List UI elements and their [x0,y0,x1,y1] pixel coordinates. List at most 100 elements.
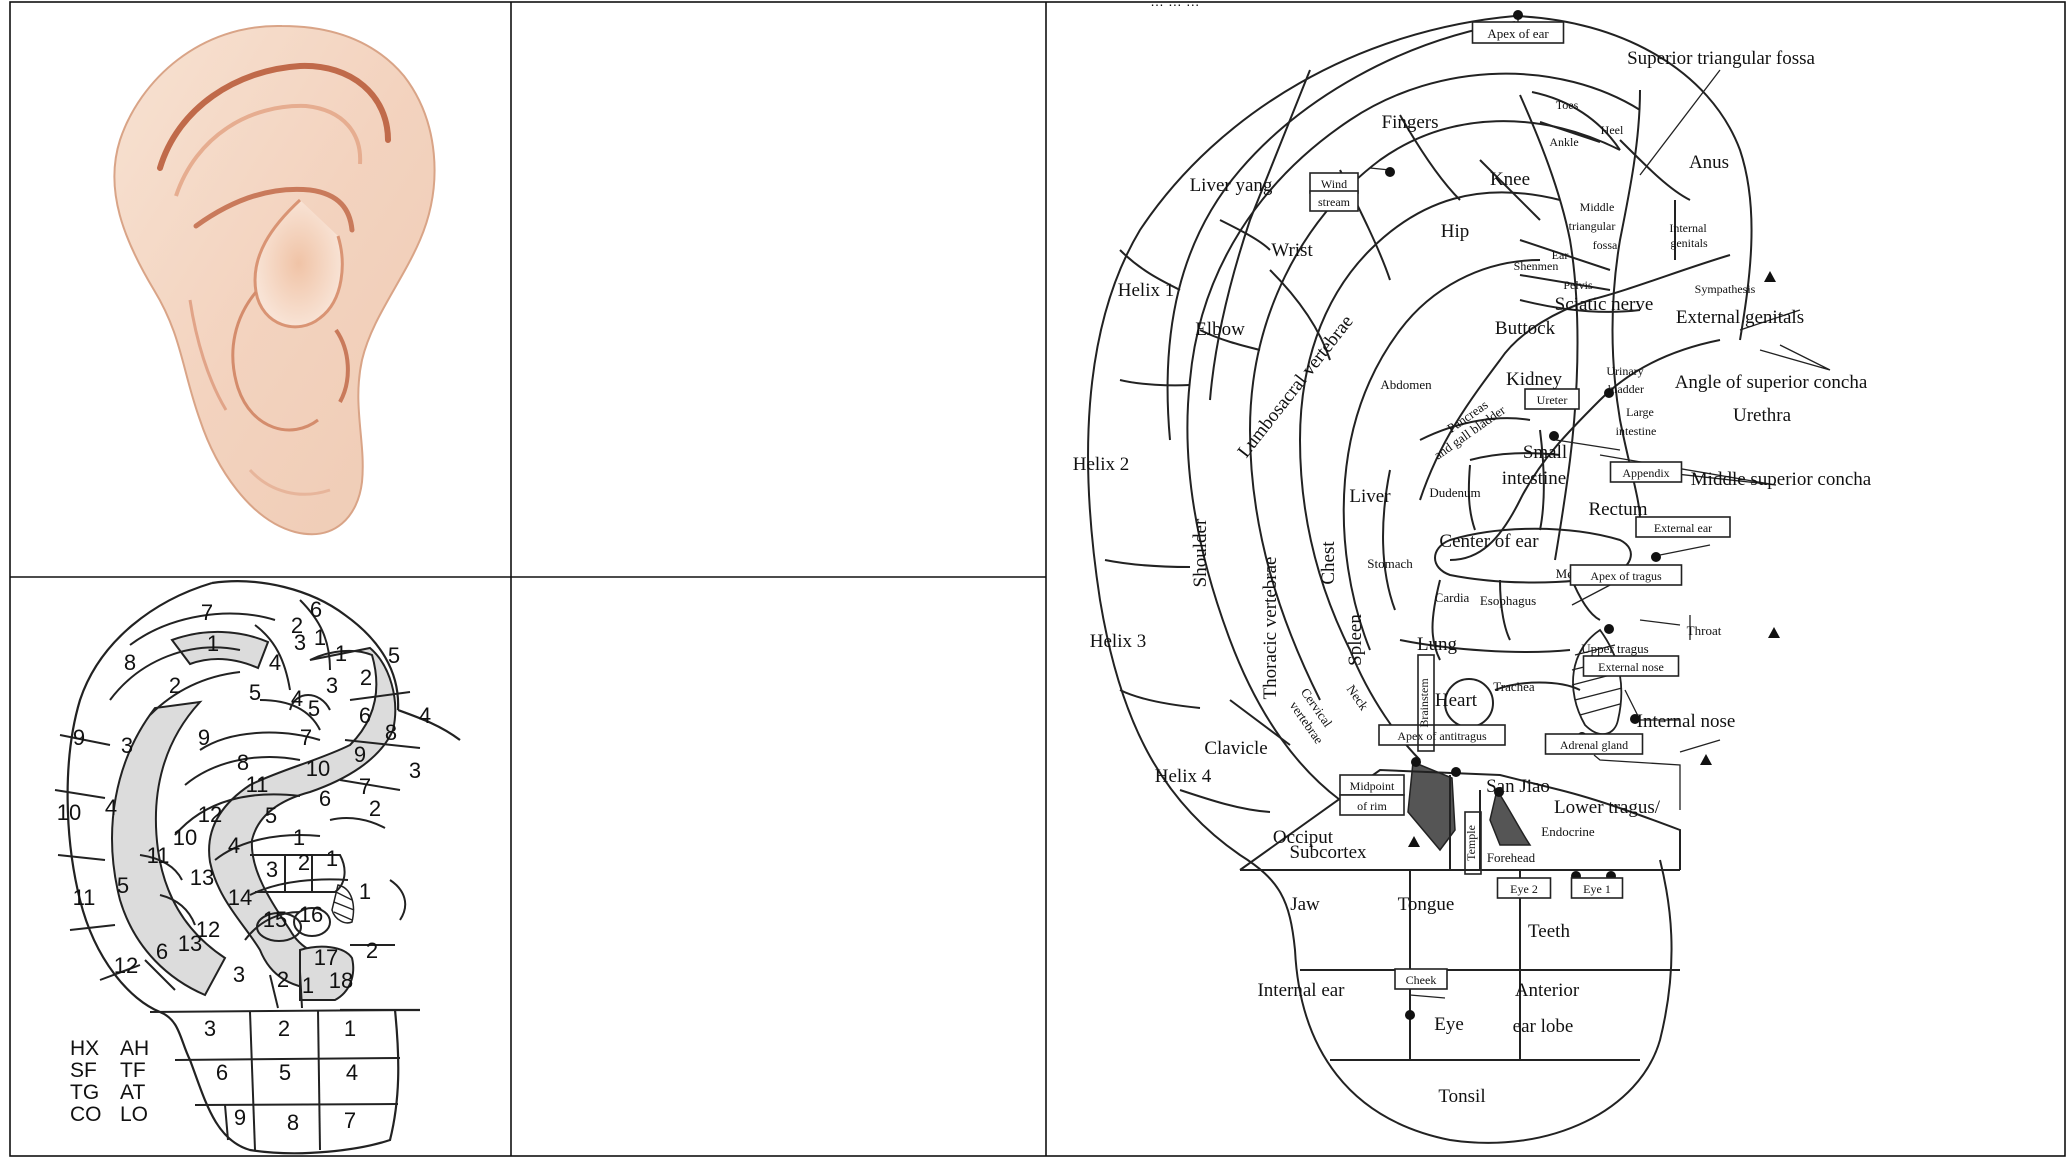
zone-number-label: 14 [228,885,252,910]
map-callout-box [1635,516,1731,538]
zone-number-label: 6 [319,786,331,811]
zone-number-label: 8 [124,650,136,675]
zone-number-label: 2 [360,665,372,690]
map-region-label: Rectum [1588,499,1647,520]
zone-number-label: 6 [156,939,168,964]
map-region-label: San Jiao [1486,776,1550,797]
legend-code: AH [120,1037,149,1060]
zone-number-label: 2 [369,796,381,821]
zone-number-label: 5 [279,1060,291,1085]
map-region-label: Liver yang [1190,175,1273,196]
map-region-label: genitals [1670,236,1708,250]
map-region-label: ear lobe [1513,1016,1574,1037]
zone-number-label: 8 [237,750,249,775]
map-region-label: Wrist [1271,240,1313,261]
zone-number-label: 11 [147,843,170,868]
map-callout-label: Apex of tragus [1590,569,1662,583]
zone-number-label: 7 [201,600,213,625]
map-callout-box [1496,877,1552,899]
map-region-label: Middle [1580,200,1615,214]
map-region-label: Urinary [1606,364,1643,378]
map-callout-label: of rim [1357,799,1387,813]
map-callout-label: Ureter [1537,393,1568,407]
map-region-label: Internal [1669,221,1707,235]
map-callout-label: Midpoint [1350,779,1395,793]
zone-number-label: 2 [278,1016,290,1041]
map-callout-box [1570,877,1624,899]
map-callout-label: Appendix [1622,466,1669,480]
map-callout-box [1339,794,1405,816]
map-rotated-label: Brainstem [1417,678,1431,728]
legend-code: CO [70,1103,102,1126]
map-callout-box [1569,564,1683,586]
map-region-label: Shenmen [1514,259,1559,273]
map-region-label: Helix 2 [1073,454,1129,475]
map-region-label: Helix 4 [1155,766,1212,787]
map-region-label: Large [1626,405,1654,419]
map-region-label: Jaw [1290,894,1320,915]
zone-number-label: 3 [266,857,278,882]
zone-number-label: 12 [114,953,138,978]
map-callout-label: Apex of antitragus [1397,729,1487,743]
zone-number-label: 4 [105,795,117,820]
map-callout-label: External nose [1598,660,1664,674]
sketch-grey-antihelix [208,646,397,992]
map-callout-label: Wind [1321,177,1347,191]
legend-code: TF [120,1059,146,1082]
forehead-dark-wedge [1489,788,1532,846]
map-region-label: Helix 1 [1118,280,1174,301]
map-region-label: Ear [1552,248,1569,262]
legend-code: LO [120,1103,148,1126]
map-rotated-label: Thoracic vertebrae [1260,557,1281,700]
zone-number-label: 13 [178,931,202,956]
zone-number-label: 3 [121,733,133,758]
zone-number-label: 9 [354,742,366,767]
map-region-label: Sciatic nerve [1555,294,1654,315]
zone-number-label: 12 [198,802,222,827]
zone-number-label: 7 [359,774,371,799]
zone-number-label: 4 [269,650,281,675]
zone-number-label: 2 [291,613,303,638]
map-region-label: triangular [1569,219,1616,233]
map-region-label: Occiput [1273,827,1334,848]
map-rotated-label: Shoulder [1190,518,1211,587]
zone-number-label: 3 [326,673,338,698]
map-callout-box [1609,461,1683,483]
map-callout-label: Adrenal gland [1560,738,1628,752]
map-region-label: Middle superior concha [1691,469,1872,490]
zone-number-label: 3 [294,630,306,655]
zone-number-label: 1 [359,879,371,904]
map-rotated-label: Temple [1464,825,1478,861]
map-callout-box [1544,733,1644,755]
legend-code: AT [120,1081,145,1104]
map-region-label: Angle of superior concha [1675,372,1868,393]
map-region-label: Kidney [1506,369,1562,390]
map-region-label: Forehead [1487,850,1536,865]
zone-number-label: 4 [228,833,240,858]
map-region-label: Heart [1435,690,1478,711]
zone-number-label: 5 [117,873,129,898]
zone-number-label: 5 [388,643,400,668]
ear-illustration [113,24,436,536]
map-callout-label: Eye 2 [1510,882,1538,896]
legend-code: SF [70,1059,97,1082]
sketch-grey-scapha [111,700,227,997]
map-callout-box [1394,968,1448,990]
map-callout-box [1471,21,1565,44]
map-region-label: Trachea [1493,679,1535,694]
zone-number-label: 1 [302,973,314,998]
zone-number-label: 1 [326,846,338,871]
zone-number-label: 8 [287,1110,299,1135]
sketch-grey-tragus [299,945,355,1001]
zone-number-label: 15 [263,907,287,932]
zone-number-label: 3 [204,1016,216,1041]
map-region-label: bladder [1608,382,1644,396]
map-region-label: External genitals [1676,307,1804,328]
top-caption: … … … [1150,0,1200,9]
map-region-label: Anus [1689,152,1729,173]
zone-number-label: 3 [409,758,421,783]
zone-number-label: 10 [57,800,81,825]
map-region-label: Hip [1441,221,1470,242]
